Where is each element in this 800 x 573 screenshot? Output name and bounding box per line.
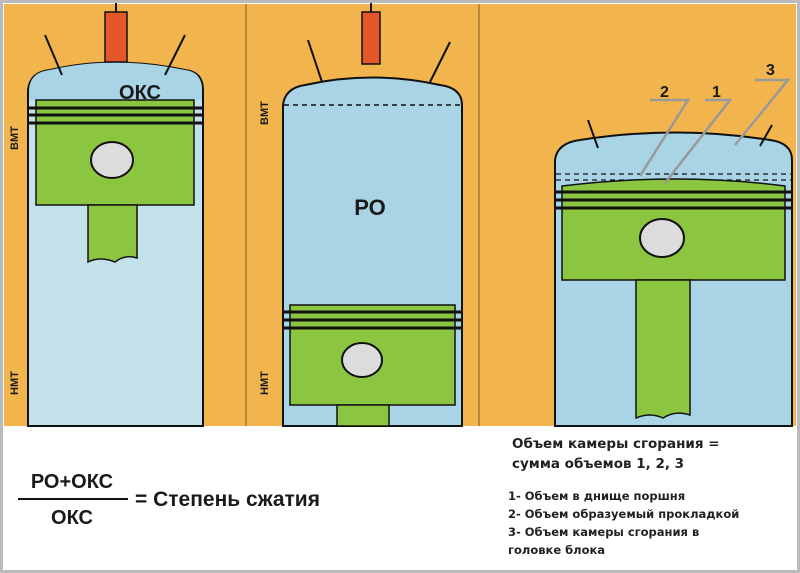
callout-3: 3 bbox=[766, 62, 775, 79]
callout-2: 2 bbox=[660, 84, 669, 101]
spark-plug-icon bbox=[104, 11, 128, 63]
legend-title-line1: Объем камеры сгорания = bbox=[512, 436, 720, 452]
cylinder-bdc: РО ВМТ НМТ bbox=[259, 2, 463, 427]
legend-item-3-cont: головке блока bbox=[508, 543, 605, 557]
legend-item-1: 1- Объем в днище поршня bbox=[508, 489, 685, 503]
connecting-rod bbox=[336, 404, 390, 427]
compression-ratio-formula: РО+ОКС ОКС = Степень сжатия bbox=[18, 471, 320, 529]
formula-result: = Степень сжатия bbox=[135, 488, 320, 511]
cylinder-tdc: ОКС ВМТ НМТ bbox=[9, 2, 204, 427]
legend-title-line2: сумма объемов 1, 2, 3 bbox=[512, 456, 684, 472]
spark-plug-icon bbox=[361, 11, 381, 65]
connecting-rod bbox=[87, 204, 138, 264]
bdc-label: НМТ bbox=[9, 371, 21, 395]
bdc-label: НМТ bbox=[259, 371, 271, 395]
legend: Объем камеры сгорания = сумма объемов 1,… bbox=[508, 436, 739, 557]
tdc-label: ВМТ bbox=[9, 126, 21, 150]
legend-item-3: 3- Объем камеры сгорания в bbox=[508, 525, 699, 539]
tdc-label: ВМТ bbox=[259, 101, 271, 125]
formula-denominator: ОКС bbox=[51, 507, 93, 529]
formula-numerator: РО+ОКС bbox=[31, 471, 113, 493]
legend-item-2: 2- Объем образуемый прокладкой bbox=[508, 507, 739, 521]
working-volume-label: РО bbox=[354, 195, 386, 220]
connecting-rod bbox=[635, 279, 691, 420]
cylinder-detail: 2 1 3 bbox=[554, 62, 793, 427]
piston-pin bbox=[90, 141, 134, 179]
callout-1: 1 bbox=[712, 84, 721, 101]
piston-pin bbox=[341, 342, 383, 378]
chamber-volume-label: ОКС bbox=[119, 82, 161, 104]
piston-pin bbox=[639, 218, 685, 258]
